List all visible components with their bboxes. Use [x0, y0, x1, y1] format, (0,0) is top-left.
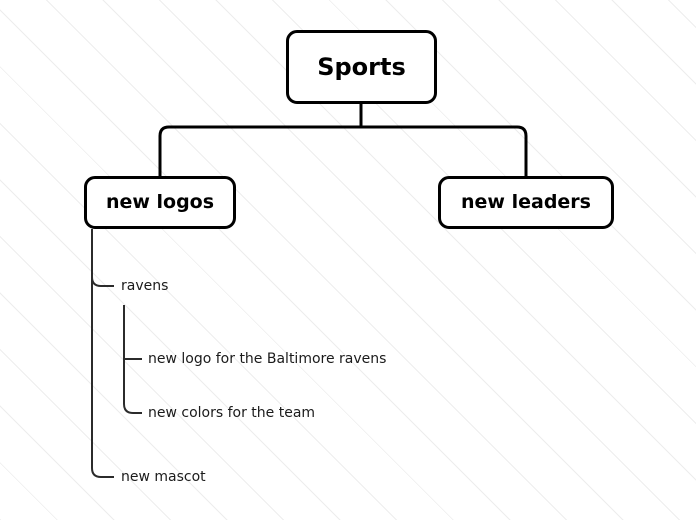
node-sports[interactable]: Sports [286, 30, 437, 104]
leaf-item-new-colors-for-the-team[interactable]: new colors for the team [148, 405, 316, 421]
node-new-leaders[interactable]: new leaders [438, 176, 614, 229]
edge-root-to-branches [158, 125, 528, 176]
edge-ravens-trunk [123, 305, 142, 414]
node-new-logos-label: new logos [105, 191, 215, 213]
leaf-item-ravens[interactable]: ravens [121, 278, 169, 294]
edge-to-ravens [91, 276, 114, 287]
leaf-item-new-mascot[interactable]: new mascot [121, 469, 206, 485]
node-new-leaders-label: new leaders [461, 191, 591, 213]
edge-new-logos-trunk [91, 229, 114, 478]
leaf-item-new-logo-baltimore-ravens[interactable]: new logo for the Baltimore ravens [148, 351, 387, 367]
node-sports-label: Sports [317, 53, 406, 81]
node-new-logos[interactable]: new logos [84, 176, 236, 229]
